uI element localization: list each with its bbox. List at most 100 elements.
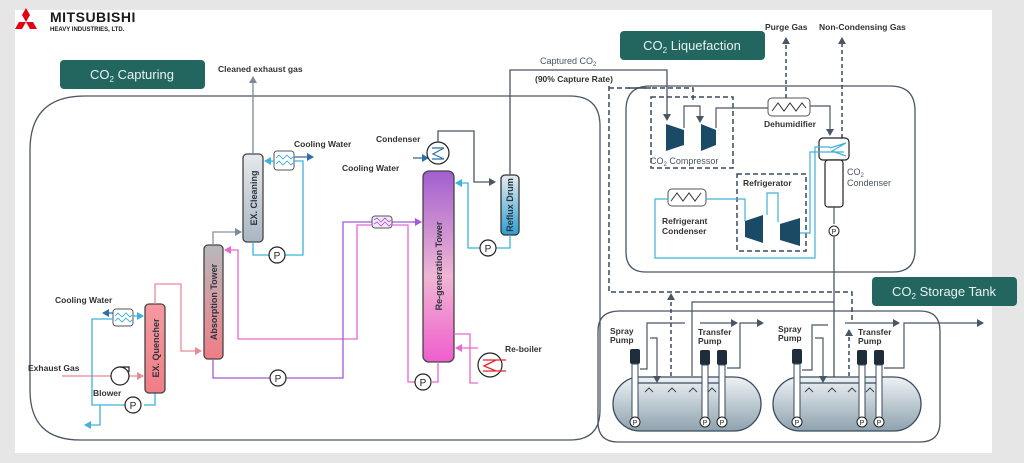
refrigerator-compressor2-icon xyxy=(780,218,800,246)
dehumidifier-icon xyxy=(767,97,811,117)
section-badge-co2-storage-tank: CO2 Storage Tank xyxy=(872,277,1017,306)
tank2-transfer-pump-label-line2: Pump xyxy=(858,336,882,346)
liquid-co2-to-tank1 xyxy=(691,301,834,376)
refrigerator-label: Refrigerator xyxy=(743,178,792,188)
regen-bottom-pump-icon: P xyxy=(414,373,432,391)
cleaned-exhaust-gas-label: Cleaned exhaust gas xyxy=(218,64,303,74)
tank1-spray-pump: P xyxy=(629,349,641,428)
tank1-spray-line xyxy=(640,322,685,370)
regeneration-tower: Re-generation Tower xyxy=(422,170,455,363)
cooling-water-quencher-label: Cooling Water xyxy=(55,295,113,305)
svg-text:EX. Cleaning: EX. Cleaning xyxy=(249,170,259,225)
refrigerant-condenser-icon xyxy=(667,188,707,207)
co2-condenser-pump-icon: P xyxy=(828,225,840,237)
mitsubishi-logo: MITSUBISHI HEAVY INDUSTRIES, LTD. xyxy=(15,8,136,33)
co2-condenser-label-line2: Condenser xyxy=(847,178,891,188)
svg-text:CO2 Liquefaction: CO2 Liquefaction xyxy=(643,38,741,55)
quencher-pump-icon: P xyxy=(124,396,142,414)
svg-text:P: P xyxy=(877,420,882,427)
blower-icon xyxy=(110,366,130,386)
svg-text:Absorption Tower: Absorption Tower xyxy=(209,263,219,340)
svg-text:P: P xyxy=(795,420,800,427)
svg-text:P: P xyxy=(485,244,492,255)
purge-gas-label: Purge Gas xyxy=(765,22,808,32)
tank1-transfer-pump-a: P xyxy=(699,350,711,428)
quencher-heat-exchanger-icon xyxy=(112,308,134,327)
svg-text:CO2 Storage Tank: CO2 Storage Tank xyxy=(892,284,996,301)
svg-text:P: P xyxy=(703,420,708,427)
refrigerant-interstage xyxy=(766,192,779,222)
overhead-vapor-line xyxy=(437,130,496,186)
refrigerant-loop xyxy=(654,146,830,259)
liquefaction-section-frame xyxy=(625,85,916,273)
absorber-overhead-line xyxy=(212,228,242,245)
co2-compressor-stage2-icon xyxy=(701,124,716,151)
rich-solvent-pump-icon: P xyxy=(269,369,287,387)
svg-text:P: P xyxy=(420,378,427,389)
refrigerant-condenser-label-line1: Refrigerant xyxy=(662,216,708,226)
lean-rich-heat-exchanger-icon xyxy=(371,215,393,229)
quencher-drain-line xyxy=(84,405,101,429)
tank2-spray-pump: P xyxy=(791,349,803,428)
condenser-icon xyxy=(426,141,450,165)
svg-text:CO2 Capturing: CO2 Capturing xyxy=(90,67,174,84)
cooling-water-condenser-label: Cooling Water xyxy=(342,163,400,173)
svg-text:P: P xyxy=(633,420,638,427)
tank1-spray-pump-label-line1: Spray xyxy=(610,326,634,336)
tank2-spray-pump-label-line2: Pump xyxy=(778,333,802,343)
svg-text:P: P xyxy=(832,229,837,236)
interstage-line xyxy=(683,105,704,128)
cleaning-heat-exchanger-icon xyxy=(273,150,295,171)
tank2-transfer-out-b xyxy=(884,319,984,369)
co2-condenser-vessel xyxy=(818,137,850,208)
tank1-transfer-pump-b: P xyxy=(716,350,728,428)
ex-quencher-vessel: EX. Quencher xyxy=(144,303,166,394)
cleaning-circulation-loop xyxy=(252,160,304,256)
storage-section-frame xyxy=(597,310,941,443)
refrigerant-return xyxy=(800,151,844,234)
reflux-return-line xyxy=(456,183,511,249)
reboiler-feed-line xyxy=(454,333,478,384)
three-diamonds-icon xyxy=(15,8,37,29)
captured-co2-line xyxy=(509,69,671,175)
quencher-bottom-line xyxy=(144,392,156,406)
refrigerator-compressor1-icon xyxy=(745,215,763,243)
quencher-cw-loop xyxy=(91,318,128,406)
tank2-transfer-pump-a: P xyxy=(856,350,868,428)
dehumidifier-to-condenser xyxy=(810,105,834,136)
reflux-drum: Reflux Drum xyxy=(500,174,520,236)
refrigerant-condenser-label-line2: Condenser xyxy=(662,226,707,236)
tank1-transfer-out-b xyxy=(727,319,764,369)
lean-solvent-hx-line xyxy=(356,224,372,228)
svg-text:P: P xyxy=(860,420,865,427)
lean-solvent-return-line xyxy=(392,224,415,383)
cooling-water-cleaning-label: Cooling Water xyxy=(294,139,352,149)
svg-text:Re-generation Tower: Re-generation Tower xyxy=(434,221,444,310)
logo-company-name: MITSUBISHI xyxy=(50,9,136,25)
tank2-spray-pump-label-line1: Spray xyxy=(778,324,802,334)
lean-solvent-line xyxy=(224,228,358,340)
logo-subtitle: HEAVY INDUSTRIES, LTD. xyxy=(50,27,125,33)
exhaust-gas-label: Exhaust Gas xyxy=(28,363,80,373)
tank2-spray-line xyxy=(802,324,828,371)
svg-text:P: P xyxy=(130,401,137,412)
compressor-to-dehumidifier xyxy=(715,107,768,128)
reflux-pump-icon: P xyxy=(479,239,497,257)
section-badge-co2-capturing: CO2 Capturing xyxy=(60,60,205,89)
dehumidifier-label: Dehumidifier xyxy=(764,119,817,129)
absorption-tower: Absorption Tower xyxy=(203,244,224,360)
captured-co2-label: Captured CO2 xyxy=(540,56,597,68)
capturing-section-frame xyxy=(29,95,601,441)
svg-text:P: P xyxy=(274,251,281,262)
tank2-transfer-pump-b: P xyxy=(873,350,885,428)
section-badge-co2-liquefaction: CO2 Liquefaction xyxy=(620,31,765,60)
svg-text:P: P xyxy=(275,374,282,385)
reboiler-label: Re-boiler xyxy=(505,344,543,354)
reboiler-icon xyxy=(477,352,506,378)
non-condensing-gas-label: Non-Condensing Gas xyxy=(819,22,906,32)
co2-compressor-label: CO2 Compressor xyxy=(650,156,718,168)
condenser-label: Condenser xyxy=(376,134,421,144)
tank2-spray-return xyxy=(815,337,827,383)
tank1-spray-pump-label-line2: Pump xyxy=(610,335,634,345)
